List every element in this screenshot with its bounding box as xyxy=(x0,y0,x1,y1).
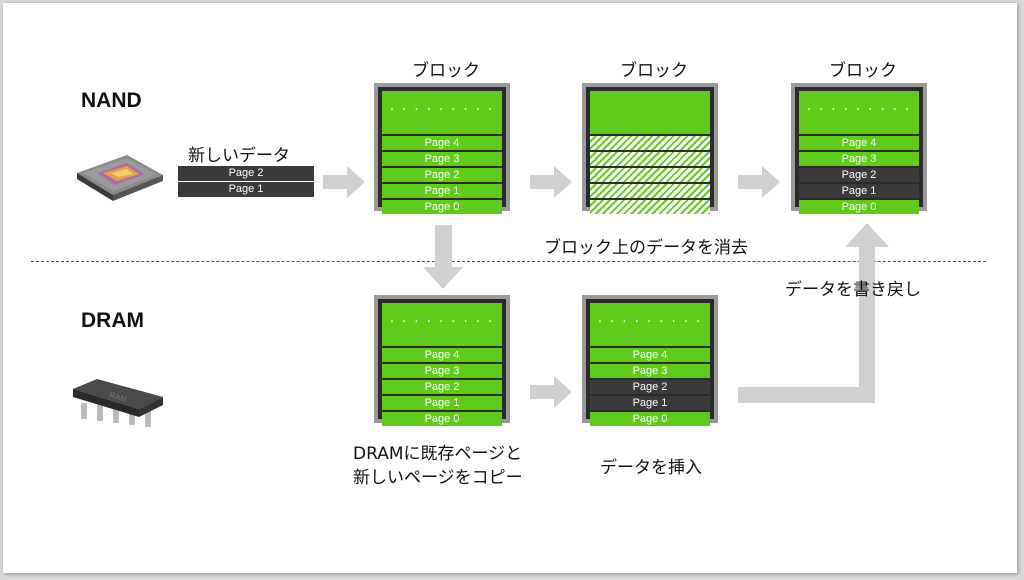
dram-label: DRAM xyxy=(81,309,144,332)
erased-slot xyxy=(590,136,710,150)
slide: NAND DRAM RAM 新しいデータ Page 2 Page 1 xyxy=(3,3,1017,573)
block-title-3: ブロック xyxy=(829,61,897,81)
page-slot: Page 3 xyxy=(382,364,502,378)
ram-chip-icon: RAM xyxy=(67,375,167,437)
page-slot: Page 3 xyxy=(590,364,710,378)
nand-block-rewritten: · · · · · · · · · Page 4 Page 3 Page 2 P… xyxy=(791,83,927,214)
arrow-icon xyxy=(423,225,463,289)
dram-block-copy: · · · · · · · · · Page 4 Page 3 Page 2 P… xyxy=(374,295,510,426)
erased-slot xyxy=(590,168,710,182)
free-area: · · · · · · · · · xyxy=(382,303,502,346)
erased-slot xyxy=(590,152,710,166)
free-area: · · · · · · · · · xyxy=(382,91,502,134)
page-slot-new: Page 1 xyxy=(799,184,919,198)
arrow-icon xyxy=(738,166,780,198)
dram-block-inserted: · · · · · · · · · Page 4 Page 3 Page 2 P… xyxy=(582,295,718,426)
new-page-1: Page 1 xyxy=(178,182,314,197)
new-data-caption: 新しいデータ xyxy=(188,146,290,166)
nand-block-erased xyxy=(582,83,718,214)
nand-label: NAND xyxy=(81,89,142,112)
page-slot: Page 4 xyxy=(799,136,919,150)
page-slot: Page 0 xyxy=(382,200,502,214)
page-slot: Page 0 xyxy=(382,412,502,426)
page-slot: Page 0 xyxy=(590,412,710,426)
free-area: · · · · · · · · · xyxy=(799,91,919,134)
erase-caption: ブロック上のデータを消去 xyxy=(544,238,748,258)
page-slot: Page 2 xyxy=(382,168,502,182)
nand-block-original: · · · · · · · · · Page 4 Page 3 Page 2 P… xyxy=(374,83,510,214)
page-slot: Page 4 xyxy=(382,136,502,150)
divider-line xyxy=(31,261,986,262)
copy-caption-line1: DRAMに既存ページと xyxy=(353,444,523,464)
arrow-icon xyxy=(323,166,365,198)
block-title-1: ブロック xyxy=(412,61,480,81)
cpu-chip-icon xyxy=(67,143,167,213)
page-slot: Page 3 xyxy=(799,152,919,166)
page-slot: Page 2 xyxy=(382,380,502,394)
erased-slot xyxy=(590,184,710,198)
copy-caption-line2: 新しいページをコピー xyxy=(353,468,523,488)
block-title-2: ブロック xyxy=(620,61,688,81)
new-page-2: Page 2 xyxy=(178,166,314,181)
arrow-icon xyxy=(530,376,572,408)
page-slot: Page 0 xyxy=(799,200,919,214)
page-slot: Page 4 xyxy=(382,348,502,362)
erased-slot xyxy=(590,200,710,214)
free-area: · · · · · · · · · xyxy=(590,303,710,346)
page-slot: Page 4 xyxy=(590,348,710,362)
page-slot: Page 1 xyxy=(382,184,502,198)
insert-caption: データを挿入 xyxy=(600,458,702,478)
page-slot: Page 1 xyxy=(382,396,502,410)
page-slot-new: Page 2 xyxy=(799,168,919,182)
erased-area xyxy=(590,91,710,134)
flow-arrows xyxy=(323,166,889,408)
page-slot-new: Page 2 xyxy=(590,380,710,394)
page-slot: Page 3 xyxy=(382,152,502,166)
page-slot-new: Page 1 xyxy=(590,396,710,410)
writeback-caption: データを書き戻し xyxy=(785,280,921,300)
arrow-icon xyxy=(530,166,572,198)
arrow-icon xyxy=(738,223,889,403)
